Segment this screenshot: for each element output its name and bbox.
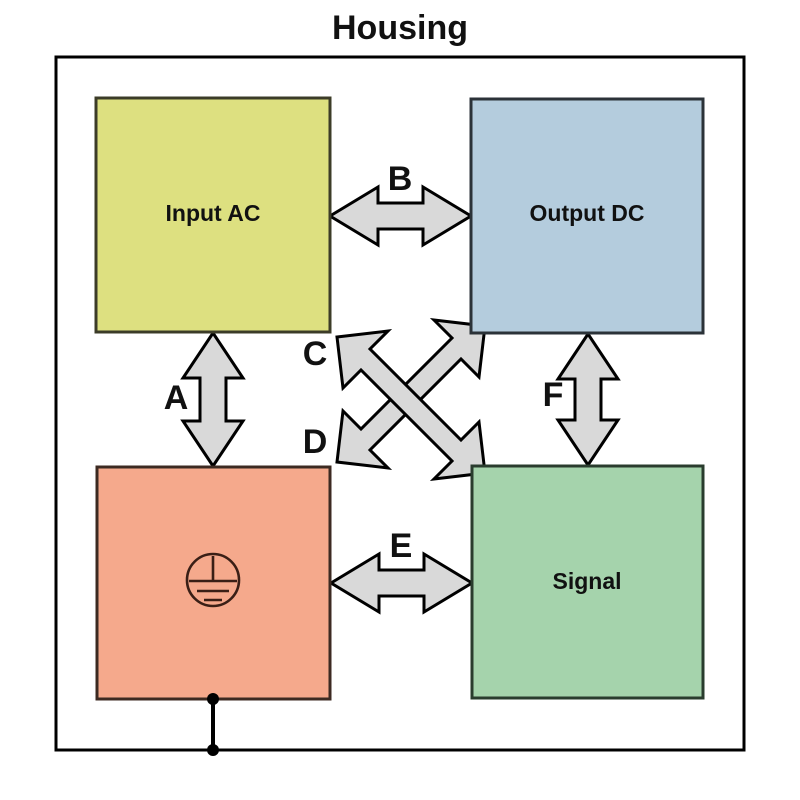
block-input-ac[interactable]: Input AC — [94, 96, 332, 334]
arrow-label-e: E — [390, 527, 413, 565]
protective-earth-icon — [185, 552, 241, 608]
block-signal-label: Signal — [552, 568, 621, 594]
block-output-dc[interactable]: Output DC — [469, 97, 705, 335]
block-input-ac-label: Input AC — [166, 200, 261, 226]
earth-icon-circle — [185, 552, 241, 608]
block-protective-earth-rect[interactable] — [95, 465, 332, 701]
arrow-label-a: A — [164, 379, 189, 417]
earth-bond-wire — [207, 693, 219, 756]
earth-bond-node-top — [207, 693, 219, 705]
arrow-label-b: B — [388, 160, 413, 198]
block-signal[interactable]: Signal — [470, 464, 705, 700]
block-output-dc-rect[interactable] — [469, 97, 705, 335]
block-protective-earth[interactable] — [95, 465, 332, 701]
earth-bond-node-bottom — [207, 744, 219, 756]
arrow-label-d: D — [303, 423, 328, 461]
page-title: Housing — [332, 9, 468, 47]
block-output-dc-label: Output DC — [530, 200, 645, 226]
block-signal-rect[interactable] — [470, 464, 705, 700]
arrow-label-f: F — [543, 376, 564, 414]
block-input-ac-rect[interactable] — [94, 96, 332, 334]
arrow-label-c: C — [303, 335, 328, 373]
